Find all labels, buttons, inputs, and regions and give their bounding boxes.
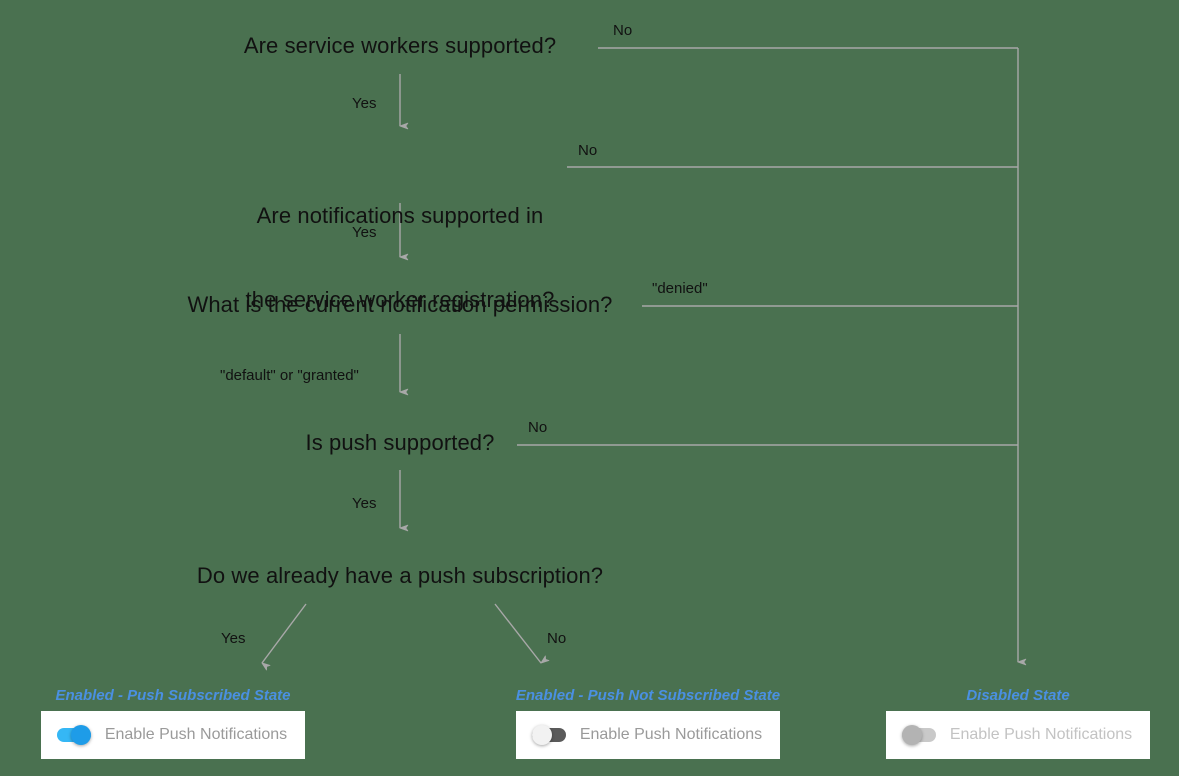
edge-label-perm-default-granted: "default" or "granted"	[220, 367, 359, 384]
toggle-label-disabled: Enable Push Notifications	[949, 726, 1133, 743]
decision-line-1: Are notifications supported in	[256, 203, 544, 228]
state-title-enabled-push-subscribed: Enabled - Push Subscribed State	[55, 687, 291, 704]
decision-do-we-already-have-a-push-subscription: Do we already have a push subscription?	[196, 563, 604, 588]
state-disabled: Disabled State Enable Push Notifications	[880, 687, 1156, 759]
edge-label-sw-no: No	[613, 22, 633, 39]
state-enabled-push-subscribed: Enabled - Push Subscribed State Enable P…	[28, 687, 318, 759]
toggle-card-disabled: Enable Push Notifications	[885, 711, 1151, 759]
toggle-knob	[531, 725, 552, 745]
edge-label-sub-yes: Yes	[221, 630, 246, 647]
edge-sub-no	[494, 603, 550, 664]
toggle-label-enabled-push-not-subscribed: Enable Push Notifications	[579, 726, 763, 743]
edge-label-push-yes: Yes	[352, 495, 377, 512]
push-toggle-disabled	[901, 725, 936, 745]
edge-sub-yes	[261, 603, 307, 671]
decision-what-is-current-notification-permission: What is the current notification permiss…	[187, 292, 613, 317]
state-title-enabled-push-not-subscribed: Enabled - Push Not Subscribed State	[515, 687, 781, 704]
decision-line-2: the service worker registration?	[245, 287, 555, 312]
edge-label-perm-denied: "denied"	[652, 280, 708, 297]
toggle-label-enabled-push-subscribed: Enable Push Notifications	[104, 726, 288, 743]
edge-label-sw-yes: Yes	[352, 95, 377, 112]
decision-are-notifications-supported-in-sw: Are notifications supported in the servi…	[246, 146, 555, 370]
toggle-knob	[70, 725, 91, 745]
edge-label-notif-yes: Yes	[352, 224, 377, 241]
push-toggle-off[interactable]	[531, 725, 566, 745]
toggle-knob	[901, 725, 922, 745]
edge-label-sub-no: No	[547, 630, 567, 647]
edge-label-notif-no: No	[578, 142, 598, 159]
toggle-card-enabled-push-not-subscribed[interactable]: Enable Push Notifications	[515, 711, 781, 759]
decision-is-push-supported: Is push supported?	[305, 430, 495, 455]
push-toggle-on[interactable]	[56, 725, 91, 745]
state-title-disabled: Disabled State	[966, 687, 1070, 704]
state-enabled-push-not-subscribed: Enabled - Push Not Subscribed State Enab…	[483, 687, 813, 759]
toggle-card-enabled-push-subscribed[interactable]: Enable Push Notifications	[40, 711, 306, 759]
edge-label-push-no: No	[528, 419, 548, 436]
decision-are-service-workers-supported: Are service workers supported?	[243, 33, 557, 58]
